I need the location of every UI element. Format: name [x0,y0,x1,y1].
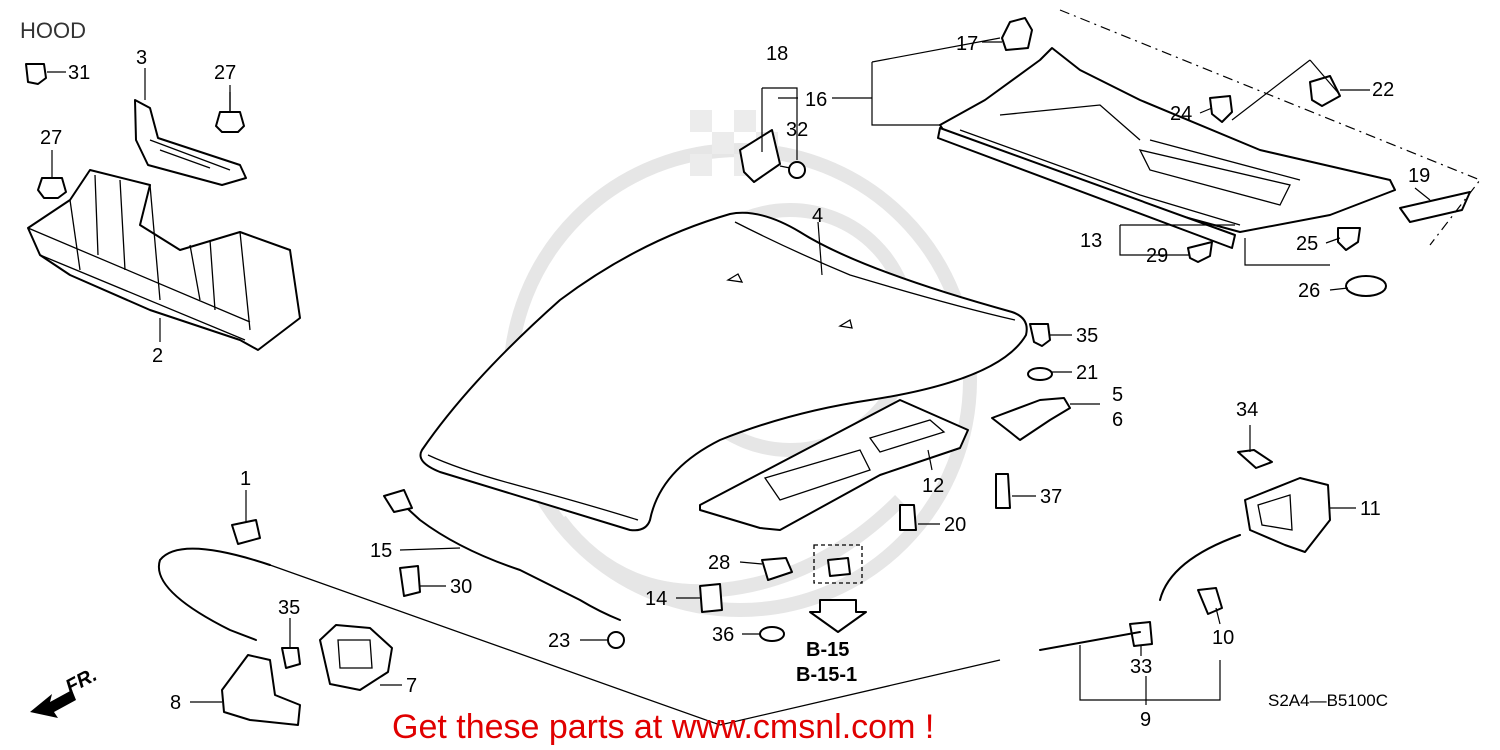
callout-27-a: 27 [214,62,236,84]
callout-labels: 31 3 27 27 2 18 16 32 4 17 22 24 19 13 2… [40,33,1430,731]
ref-b-15: B-15 [806,639,849,661]
front-arrow-icon: FR. [30,664,101,718]
part-12-hood-inner [699,399,969,531]
part-8-lock-cover [221,654,301,726]
cable-guide-outline [269,564,1001,726]
part-5-6-hinge [991,397,1071,441]
part-30-clip [399,565,421,597]
part-33-clip [1129,621,1153,647]
part-22-clip [1309,75,1341,107]
part-4-hood-panel [419,211,1028,532]
part-36-grommet [759,626,785,642]
drawing-code: S2A4—B5100C [1268,691,1388,710]
part-9-release-cable [1039,534,1241,651]
part-17-clip [1001,17,1033,51]
callout-30: 30 [450,576,472,598]
part-11-hood-latch [1244,477,1331,553]
callout-22: 22 [1372,79,1394,101]
part-25-clip [1337,227,1361,251]
callout-31: 31 [68,62,90,84]
part-26-grommet [1345,275,1387,297]
callout-35-bottom: 35 [278,597,300,619]
callout-8: 8 [170,692,181,714]
part-35-bolt-top [1029,323,1051,347]
part-32-clip [779,161,806,179]
callout-6: 6 [1112,409,1123,431]
callout-34: 34 [1236,399,1258,421]
ref-clip-box [813,544,863,584]
callout-19: 19 [1408,165,1430,187]
part-16-cowl-top [939,47,1396,233]
callout-7: 7 [406,675,417,697]
callout-11: 11 [1360,498,1381,520]
part-13-seal [937,127,1236,249]
callout-26: 26 [1298,280,1320,302]
hood-release-cable-left [157,547,271,641]
callout-10: 10 [1212,627,1234,649]
callout-25: 25 [1296,233,1318,255]
part-7-hood-lock [319,624,393,691]
callout-4: 4 [812,205,823,227]
callout-33: 33 [1130,656,1152,678]
part-18-bracket [739,129,781,183]
part-28-clip [761,557,793,581]
callout-23: 23 [548,630,570,652]
callout-1: 1 [240,468,251,490]
callout-24: 24 [1170,103,1192,125]
callout-37: 37 [1040,486,1062,508]
footer-promo-link[interactable]: Get these parts at www.cmsnl.com ! [392,708,934,746]
part-23-grommet [607,631,625,649]
part-29-clip [1187,241,1213,263]
callout-18: 18 [766,43,788,65]
callout-32: 32 [786,119,808,141]
callout-15: 15 [370,540,392,562]
part-31-bolt [25,63,47,85]
part-35-bolt-bottom [281,647,301,669]
callout-17: 17 [956,33,978,55]
callout-36: 36 [712,624,734,646]
callout-28: 28 [708,552,730,574]
part-20-stopper [899,504,917,531]
part-14-stopper [699,583,723,613]
part-3-duct [134,99,247,186]
callout-20: 20 [944,514,966,536]
callout-5: 5 [1112,384,1123,406]
callout-21: 21 [1076,362,1098,384]
part-10-stopper [1197,587,1223,615]
part-19-seal [1399,191,1471,223]
callout-13: 13 [1080,230,1102,252]
callout-2: 2 [152,345,163,367]
part-37-bolt [995,473,1011,509]
part-1-clip [231,519,261,545]
grouping-lines [761,9,1481,701]
part-21-washer [1027,367,1053,381]
callout-3: 3 [136,47,147,69]
callout-35-top: 35 [1076,325,1098,347]
callout-16: 16 [805,89,827,111]
part-27-clip-b [37,177,67,199]
leader-lines [47,41,1431,705]
callout-14: 14 [645,588,667,610]
part-2-bulkhead [27,169,301,351]
ref-arrow [809,599,867,633]
ref-b-15-1: B-15-1 [796,664,857,686]
part-24-clip [1209,95,1233,123]
callout-12: 12 [922,475,944,497]
part-15-support-rod [383,489,621,621]
callout-29: 29 [1146,245,1168,267]
callout-27-b: 27 [40,127,62,149]
diagram-title: HOOD [20,18,86,43]
part-34-bolt [1237,449,1273,469]
callout-9: 9 [1140,709,1151,731]
